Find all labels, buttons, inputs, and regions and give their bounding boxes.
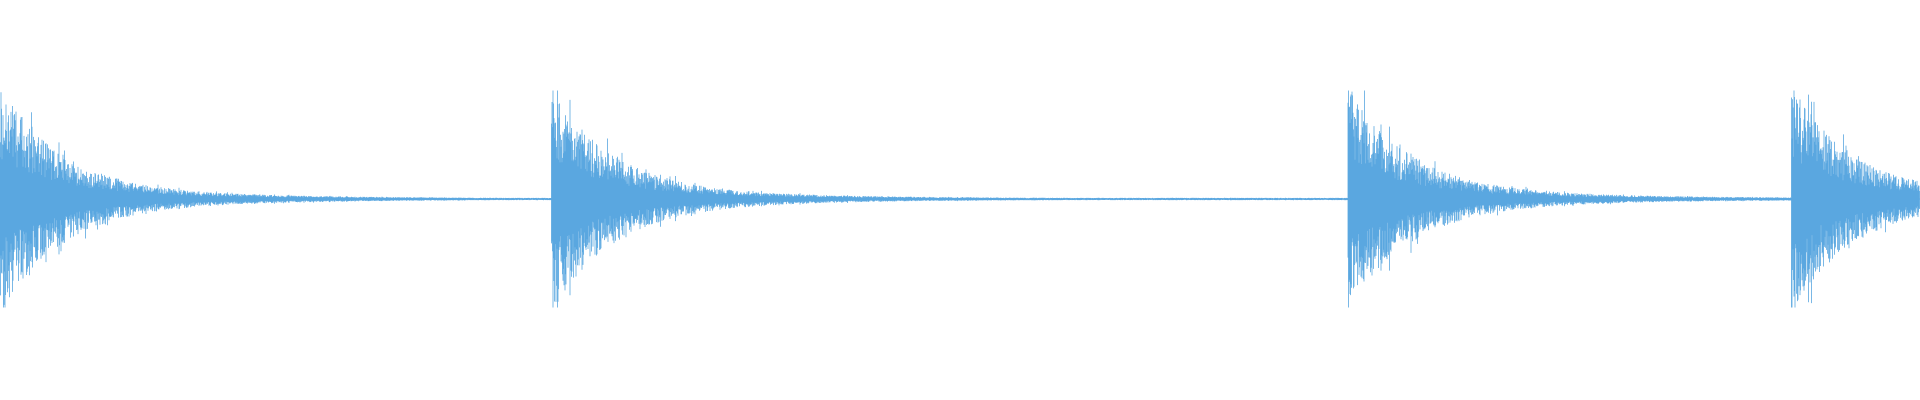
waveform-samples [0,90,1920,308]
